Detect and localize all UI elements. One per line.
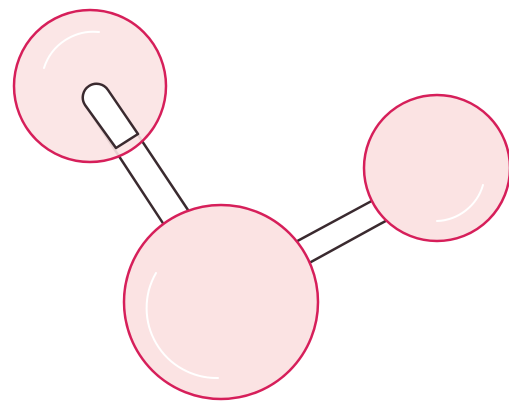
- atom-center: [124, 205, 318, 399]
- atom-right: [364, 95, 509, 241]
